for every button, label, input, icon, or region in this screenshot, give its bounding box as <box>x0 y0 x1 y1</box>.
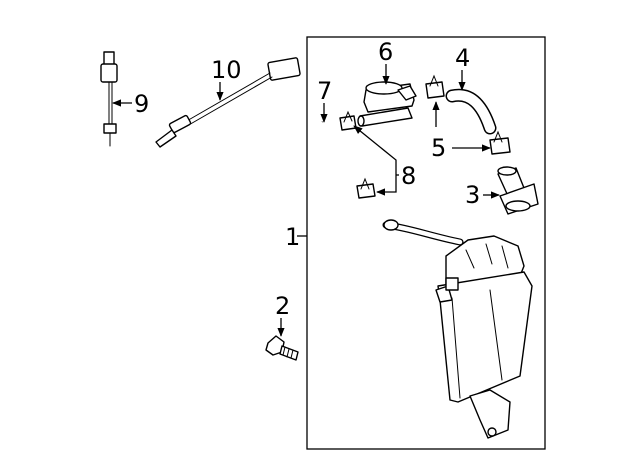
part-2-bolt[interactable] <box>265 335 299 361</box>
part-9-sensor[interactable] <box>100 51 118 147</box>
callout-1: 1 <box>285 223 300 251</box>
part-6-purge-valve[interactable] <box>357 81 417 127</box>
assembly-frame <box>306 36 546 450</box>
callout-8: 8 <box>401 162 416 190</box>
part-5-clamps[interactable] <box>425 74 511 155</box>
callout-6: 6 <box>378 38 393 66</box>
part-4-hose[interactable] <box>445 88 497 135</box>
callout-7: 7 <box>317 77 332 105</box>
callout-3: 3 <box>465 181 480 209</box>
part-10-oxygen-sensor[interactable] <box>155 57 301 148</box>
callout-9: 9 <box>134 90 149 118</box>
canister[interactable] <box>382 219 533 439</box>
callout-10: 10 <box>211 56 242 84</box>
callout-2: 2 <box>275 292 290 320</box>
part-7-hose[interactable] <box>313 118 370 187</box>
leader-lines <box>112 64 500 337</box>
callout-4: 4 <box>455 44 470 72</box>
part-3-filter[interactable] <box>497 166 539 215</box>
callout-5: 5 <box>431 134 446 162</box>
part-8-clamps[interactable] <box>339 110 376 199</box>
